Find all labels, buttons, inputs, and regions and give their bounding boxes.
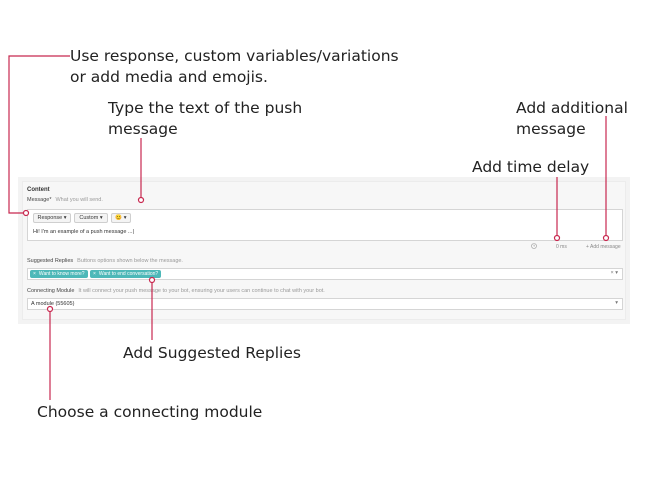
chevron-down-icon[interactable]: ▾	[615, 300, 618, 306]
annotation-add-message: Add additional message	[516, 98, 628, 140]
reply-chip[interactable]: ×Want to know more?	[30, 270, 88, 278]
clock-icon[interactable]	[531, 243, 537, 251]
chip-label: Want to know more?	[38, 271, 85, 277]
annotation-time-delay: Add time delay	[472, 158, 590, 176]
message-editor[interactable]: Response ▾ Custom ▾ 😊 ▾ Hi! I'm an examp…	[27, 209, 623, 241]
message-hint: What you will send.	[55, 197, 103, 203]
remove-chip-icon[interactable]: ×	[93, 271, 96, 277]
suggested-replies-field[interactable]: ×Want to know more? ×Want to end convers…	[27, 268, 623, 280]
annotation-connecting-module: Choose a connecting module	[37, 403, 263, 421]
chip-label: Want to end conversation?	[98, 271, 159, 277]
annotation-line: Type the text of the push	[108, 99, 303, 117]
annotation-suggested-replies: Add Suggested Replies	[123, 344, 301, 362]
custom-button[interactable]: Custom ▾	[74, 213, 108, 223]
annotation-response-vars: Use response, custom variables/variation…	[70, 46, 399, 88]
reply-chip[interactable]: ×Want to end conversation?	[90, 270, 162, 278]
annotation-line: message	[516, 120, 586, 138]
remove-chip-icon[interactable]: ×	[33, 271, 36, 277]
module-label-text: Connecting Module	[27, 288, 75, 294]
suggested-hint: Buttons options shown below the message.	[77, 258, 183, 264]
chips-controls[interactable]: × ▾	[610, 270, 618, 276]
module-value: A module (55605)	[31, 301, 75, 307]
message-label: Message*What you will send.	[27, 197, 103, 203]
annotation-push-text: Type the text of the push message	[108, 98, 302, 140]
delay-value[interactable]: 0 ms	[556, 244, 567, 250]
annotation-line: message	[108, 120, 178, 138]
annotation-line: Use response, custom variables/variation…	[70, 47, 399, 65]
content-panel: Content Message*What you will send. Resp…	[18, 177, 630, 324]
content-title: Content	[27, 187, 50, 193]
message-label-text: Message*	[27, 197, 52, 203]
annotation-line: Add additional	[516, 99, 628, 117]
response-button[interactable]: Response ▾	[33, 213, 71, 223]
message-input[interactable]: Hi! I'm an example of a push message ...…	[33, 229, 134, 235]
add-message-link[interactable]: + Add message	[586, 244, 621, 250]
annotation-line: or add media and emojis.	[70, 68, 268, 86]
connecting-module-select[interactable]: A module (55605) ▾	[27, 298, 623, 310]
content-card: Content Message*What you will send. Resp…	[22, 181, 626, 320]
emoji-button[interactable]: 😊 ▾	[111, 213, 131, 223]
module-hint: It will connect your push message to you…	[78, 288, 325, 294]
suggested-label-text: Suggested Replies	[27, 258, 74, 264]
